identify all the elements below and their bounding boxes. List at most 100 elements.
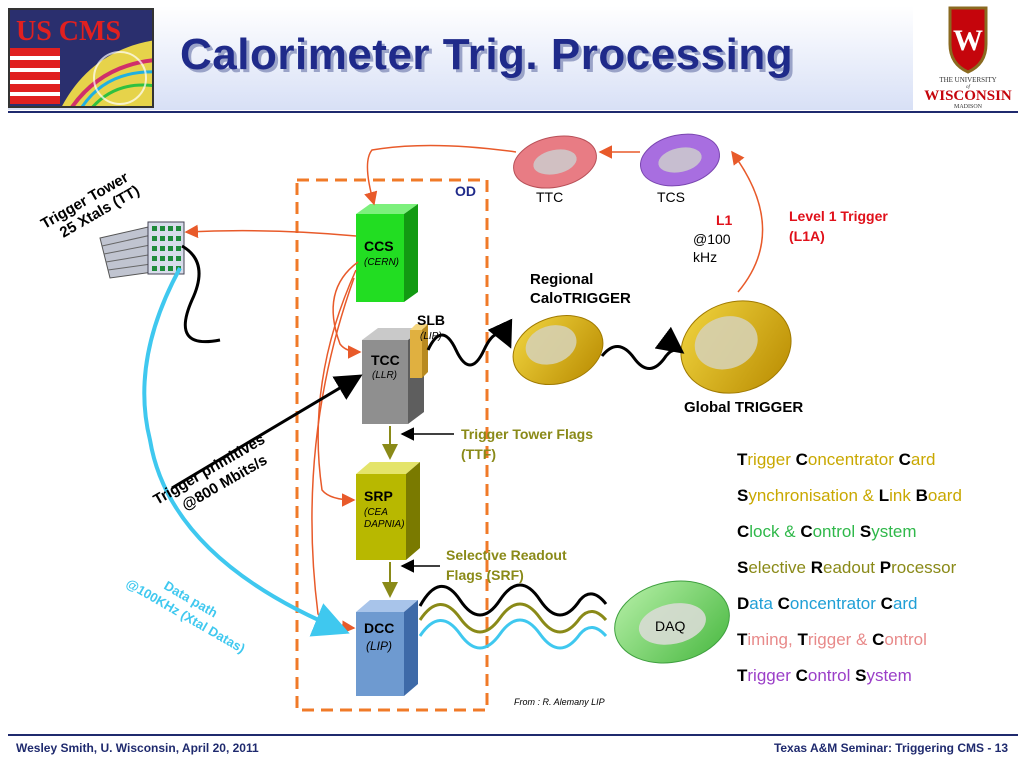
legend-item: Selective Readout Processor — [737, 558, 956, 578]
legend-rest: ystem — [866, 666, 912, 685]
regional-line-2: CaloTRIGGER — [530, 290, 631, 307]
legend-rest: ystem — [871, 522, 917, 541]
legend-rest: ard — [892, 594, 918, 613]
legend-rest: iming, — [747, 630, 798, 649]
legend-initial: C — [800, 522, 813, 541]
legend-initial: L — [878, 486, 890, 505]
legend-initial: D — [737, 594, 750, 613]
ccs-sub: (CERN) — [364, 257, 399, 268]
legend-initial: T — [737, 630, 748, 649]
regional-line-1: Regional — [530, 271, 594, 288]
legend-item: Synchronisation & Link Board — [737, 486, 962, 506]
daq-device — [614, 580, 730, 664]
legend-rest: ata — [749, 594, 778, 613]
slb-box — [410, 324, 428, 378]
uscms-logo-text: US CMS — [16, 16, 121, 47]
legend-rest: ontrol — [884, 630, 927, 649]
legend-initial: S — [855, 666, 867, 685]
legend-rest: lock & — [749, 522, 801, 541]
tcc-name: TCC — [371, 352, 400, 368]
legend-initial: C — [777, 594, 790, 613]
legend-initial: C — [795, 666, 808, 685]
regional-calotrigger-label: Regional CaloTRIGGER — [530, 270, 631, 308]
slb-name: SLB — [417, 312, 445, 328]
trigger-primitives-arrow — [171, 374, 363, 490]
legend-rest: rigger — [747, 666, 796, 685]
legend-initial: C — [795, 450, 808, 469]
level1-trigger-label: Level 1 Trigger (L1A) — [789, 206, 888, 246]
l1-label: L1 — [716, 212, 733, 228]
legend-initial: S — [859, 522, 872, 541]
legend-initial: C — [898, 450, 911, 469]
ttc-label: TTC — [536, 189, 564, 205]
dcc-sub: (LIP) — [366, 639, 393, 653]
srp-name: SRP — [364, 488, 393, 504]
od-box — [295, 178, 489, 712]
legend-initial: R — [810, 558, 823, 577]
srf-line-2: Flags (SRF) — [446, 567, 524, 583]
legend-rest: eadout — [823, 558, 880, 577]
ccs-to-tcc-arrow — [332, 261, 362, 359]
legend-rest: rocessor — [891, 558, 957, 577]
dcc-daq-wave-black — [418, 583, 608, 617]
tcs-label: TCS — [657, 189, 685, 205]
l1-rate-line-1: @100 — [693, 231, 731, 247]
legend-initial: B — [915, 486, 928, 505]
legend-item: Data Concentrator Card — [737, 594, 918, 614]
header-divider — [8, 111, 1018, 113]
legend-rest: oncentrator — [807, 450, 899, 469]
legend-rest: rigger — [747, 450, 796, 469]
legend-item: Trigger Control System — [737, 666, 912, 686]
uw-crest: W THE UNIVERSITY of WISCONSIN MADISON — [924, 6, 1012, 110]
legend-rest: ink — [889, 486, 916, 505]
legend-rest: oncentrator — [789, 594, 881, 613]
ccs-to-tower-arrow — [184, 224, 357, 239]
srp-sub-line-1: (CEA — [364, 507, 388, 518]
legend-item: Trigger Concentrator Card — [737, 450, 935, 470]
source-note: From : R. Alemany LIP — [514, 697, 605, 707]
od-label: OD — [455, 183, 476, 199]
legend-initial: S — [737, 486, 749, 505]
global-trigger-label: Global TRIGGER — [684, 399, 804, 416]
legend-rest: elective — [748, 558, 811, 577]
legend-rest: ontrol — [807, 666, 856, 685]
title-band — [8, 6, 913, 110]
legend-initial: P — [879, 558, 892, 577]
l1-rate-line-2: kHz — [693, 249, 718, 265]
dcc-daq-wave-cyan — [418, 618, 608, 650]
ttc-to-ccs-arrow — [364, 144, 517, 206]
tower-black-curve — [181, 244, 221, 344]
level1-trigger-line-2: (L1A) — [789, 228, 825, 244]
srf-line-1: Selective Readout — [446, 547, 567, 563]
legend-item: Timing, Trigger & Control — [737, 630, 927, 650]
tcc-sub: (LLR) — [372, 370, 398, 381]
tcc-to-regional-signal — [426, 318, 513, 367]
uw-line-1: THE UNIVERSITY — [939, 76, 996, 84]
legend-initial: C — [880, 594, 893, 613]
ttf-line-2: (TTF) — [461, 446, 496, 462]
legend-initial: T — [737, 666, 748, 685]
legend-initial: C — [872, 630, 885, 649]
footer-seminar: Texas A&M Seminar: Triggering CMS - 13 — [773, 741, 1008, 755]
global-to-tcs-arrow — [731, 150, 764, 293]
level1-trigger-line-1: Level 1 Trigger — [789, 208, 888, 224]
slb-sub: (LIP) — [420, 331, 442, 342]
srp-sub-line-2: DAPNIA) — [364, 519, 405, 530]
regional-to-global-signal — [600, 326, 685, 370]
legend-rest: ontrol — [812, 522, 860, 541]
legend-rest: ynchronisation & — [748, 486, 879, 505]
srf-label: Selective Readout Flags (SRF) — [446, 545, 567, 585]
uw-line-3: WISCONSIN — [924, 88, 1012, 104]
legend-rest: oard — [927, 486, 962, 505]
footer-author: Wesley Smith, U. Wisconsin, April 20, 20… — [16, 741, 259, 755]
ttf-label: Trigger Tower Flags (TTF) — [461, 424, 593, 464]
global-trigger — [680, 300, 792, 394]
footer-divider — [8, 734, 1018, 736]
daq-label: DAQ — [655, 618, 686, 634]
srp-box — [356, 462, 420, 560]
legend-rest: rigger & — [807, 630, 873, 649]
legend-initial: C — [737, 522, 750, 541]
ttf-line-1: Trigger Tower Flags — [461, 426, 593, 442]
uscms-logo: US CMS — [8, 8, 154, 108]
uscms-logo-graphic: US CMS — [10, 10, 152, 106]
